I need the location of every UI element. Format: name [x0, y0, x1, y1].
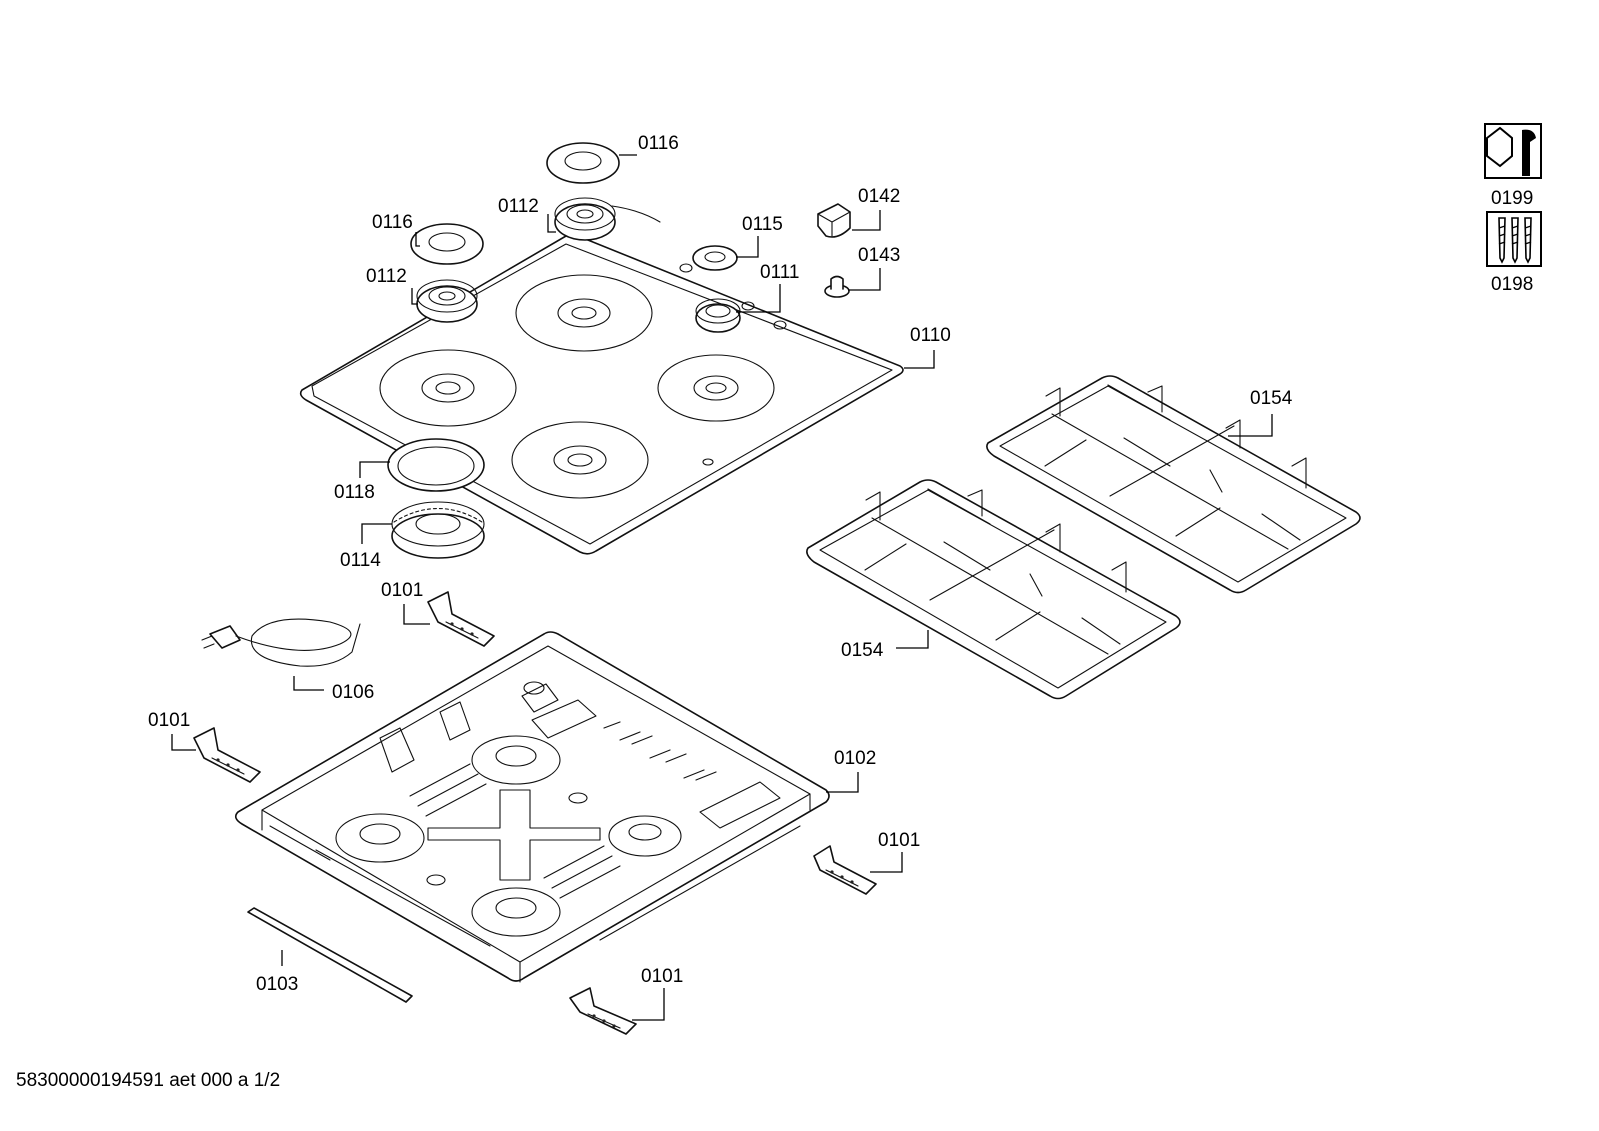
- mounting-bracket-top[interactable]: [427, 591, 495, 647]
- label-small-cap-0115[interactable]: 0115: [742, 214, 783, 235]
- label-cap-ring-0118[interactable]: 0118: [334, 482, 375, 503]
- bottom-housing[interactable]: [234, 631, 830, 983]
- label-knob-0142[interactable]: 0142: [858, 186, 900, 207]
- pan-support-grate-right[interactable]: [986, 375, 1361, 594]
- label-burner-body-0114[interactable]: 0114: [340, 550, 381, 571]
- label-left-grate-0154[interactable]: 0154: [841, 640, 884, 661]
- label-small-burner-0111[interactable]: 0111: [760, 262, 799, 283]
- label-cable-0106[interactable]: 0106: [332, 682, 374, 703]
- burner-head-top[interactable]: [554, 197, 661, 241]
- label-bracket-bottom-0101[interactable]: 0101: [641, 966, 683, 987]
- pan-support-grate-left[interactable]: [806, 479, 1181, 700]
- wrench-nut-icon: [1484, 123, 1542, 179]
- seal-strip[interactable]: [247, 907, 413, 1003]
- power-cable[interactable]: [201, 618, 361, 667]
- label-housing-0102[interactable]: 0102: [834, 748, 876, 769]
- leader-lines: [171, 154, 1273, 1021]
- label-top-burner-0112[interactable]: 0112: [498, 196, 539, 217]
- label-tool-0199[interactable]: 0199: [1491, 188, 1533, 209]
- label-hob-top-0110[interactable]: 0110: [910, 325, 951, 346]
- mounting-bracket-bottom[interactable]: [569, 987, 637, 1035]
- burner-ring-top[interactable]: [546, 142, 620, 184]
- burner-ring-left[interactable]: [410, 223, 484, 265]
- small-burner-head[interactable]: [695, 298, 741, 333]
- mounting-bracket-left[interactable]: [193, 727, 261, 783]
- label-screws-0198[interactable]: 0198: [1491, 274, 1533, 295]
- burner-body[interactable]: [391, 501, 485, 559]
- small-burner-cap[interactable]: [692, 245, 738, 271]
- document-id: 58300000194591 aet 000 a 1/2: [16, 1070, 280, 1091]
- label-left-burner-0112[interactable]: 0112: [366, 266, 407, 287]
- control-knob[interactable]: [817, 203, 851, 238]
- label-right-grate-0154[interactable]: 0154: [1250, 388, 1293, 409]
- burner-cap-ring[interactable]: [387, 438, 485, 492]
- label-bracket-left-0101[interactable]: 0101: [148, 710, 190, 731]
- label-knob-base-0143[interactable]: 0143: [858, 245, 900, 266]
- knob-base[interactable]: [824, 275, 850, 298]
- screws-icon: [1486, 211, 1542, 267]
- burner-head-left[interactable]: [416, 279, 478, 323]
- label-left-ring-0116[interactable]: 0116: [372, 212, 413, 233]
- label-bracket-right-0101[interactable]: 0101: [878, 830, 920, 851]
- part-labels: 0116 0116 0112 0112 0115 0111 0142 0143 …: [148, 133, 1533, 995]
- label-bracket-top-0101[interactable]: 0101: [381, 580, 423, 601]
- mounting-bracket-right[interactable]: [813, 845, 877, 895]
- label-seal-strip-0103[interactable]: 0103: [256, 974, 298, 995]
- label-top-ring-0116[interactable]: 0116: [638, 133, 679, 154]
